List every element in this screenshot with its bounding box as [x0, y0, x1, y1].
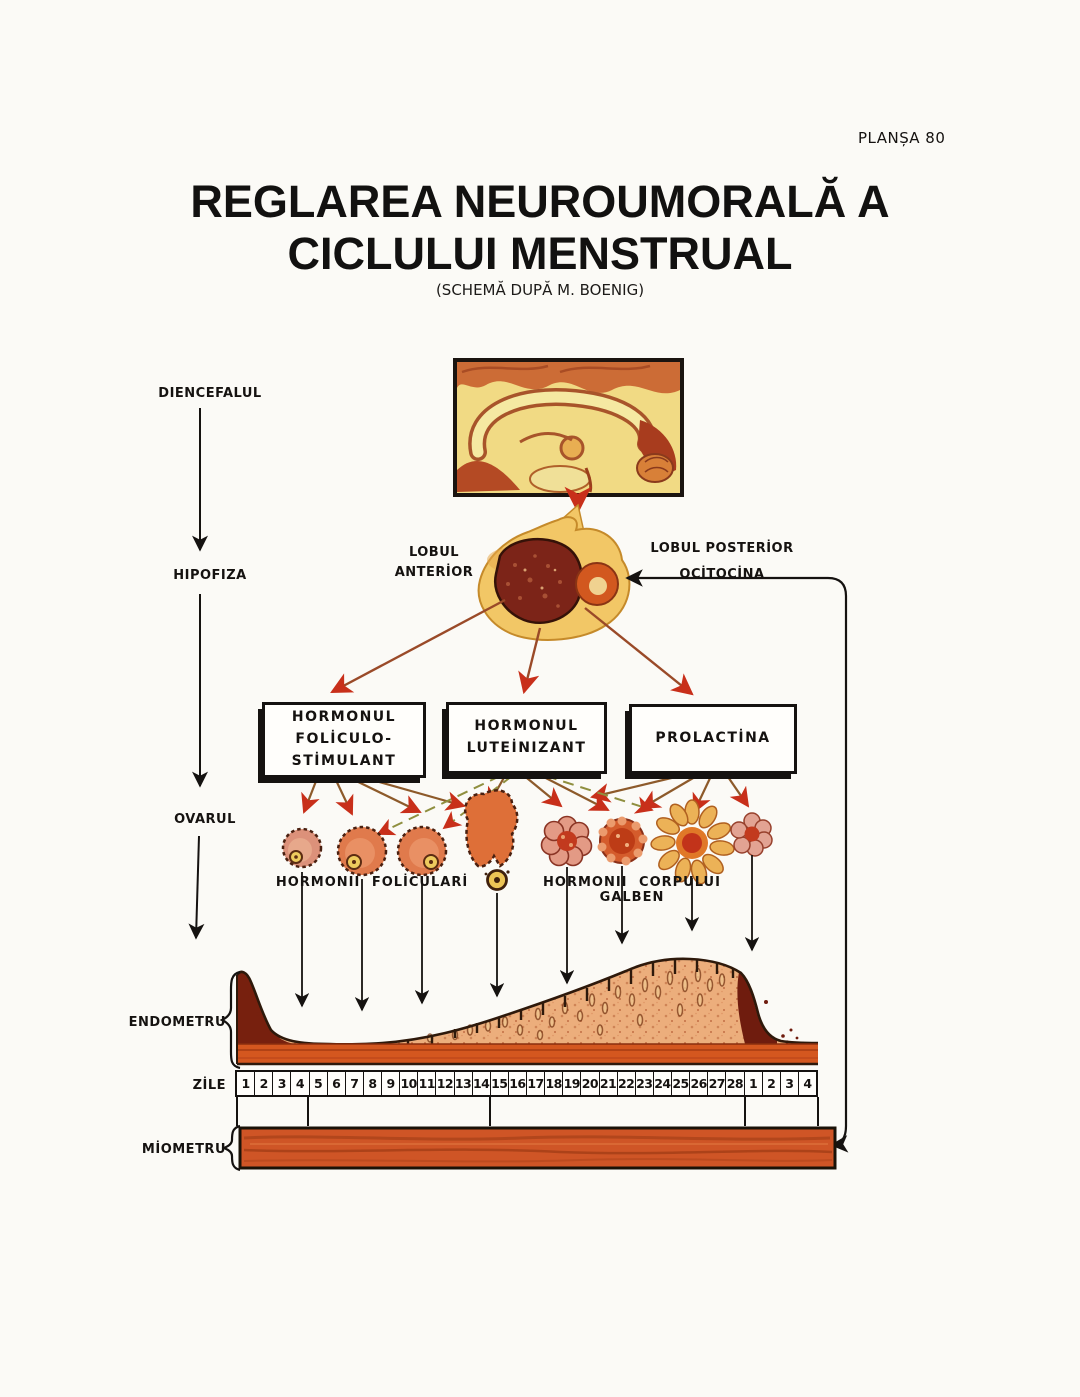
day-cell: 3 [272, 1072, 290, 1095]
brain-sagittal-inset [453, 358, 684, 497]
day-cell: 28 [725, 1072, 744, 1095]
day-cell: 19 [562, 1072, 581, 1095]
day-cell: 12 [435, 1072, 454, 1095]
corpus-luteum-developing [597, 816, 648, 866]
label-hormonii-corpului-galben: HORMONII CORPULUI GALBEN [543, 875, 721, 905]
day-cell: 25 [671, 1072, 689, 1095]
day-cell: 9 [381, 1072, 399, 1095]
day-cell: 4 [797, 1072, 816, 1095]
day-cell: 20 [580, 1072, 599, 1095]
day-cell: 24 [652, 1072, 671, 1095]
day-cell: 17 [526, 1072, 544, 1095]
follicle-to-endometrium-lines [294, 855, 760, 1012]
day-cell: 2 [761, 1072, 780, 1095]
corpus-luteum-regressing [730, 812, 773, 857]
endometrium-section [235, 957, 819, 1066]
corpus-luteum-mature [650, 799, 735, 885]
endometru-brace [219, 970, 241, 1070]
day-cell: 14 [471, 1072, 490, 1095]
arrows-pituitary-to-boxes [330, 598, 694, 696]
label-diencefalul: DIENCEFALUL [158, 386, 262, 401]
label-hormonii-foliculari: HORMONII FOLİCULARİ [275, 875, 469, 890]
label-zile: ZİLE [192, 1078, 226, 1093]
myometrium-band [238, 1126, 837, 1170]
box-hormonul-foliculo-stimulant: HORMONUL FOLİCULO- STİMULANT [262, 702, 426, 778]
page-subtitle: (SCHEMĂ DUPĂ M. BOENIG) [435, 281, 645, 299]
label-ovarul: OVARUL [174, 812, 236, 827]
day-cell: 4 [290, 1072, 308, 1095]
label-miometru: MİOMETRU [141, 1142, 226, 1157]
day-cell: 7 [344, 1072, 363, 1095]
pituitary-gland [477, 503, 631, 641]
label-lobul-anterior: LOBUL ANTERİOR [394, 545, 474, 581]
follicle-mature [396, 825, 448, 877]
day-cell: 16 [507, 1072, 526, 1095]
day-cell: 3 [779, 1072, 798, 1095]
day-cell: 26 [689, 1072, 707, 1095]
day-cell: 27 [707, 1072, 726, 1095]
day-cell: 5 [308, 1072, 327, 1095]
day-cell: 10 [399, 1072, 417, 1095]
day-cell: 1 [241, 1076, 250, 1091]
box-hormonul-luteinizant: HORMONUL LUTEİNIZANT [446, 702, 607, 774]
corpus-luteum-early [540, 815, 593, 867]
follicle-growing [336, 825, 388, 877]
miometru-brace [221, 1124, 241, 1172]
day-cell: 1 [743, 1072, 762, 1095]
day-cell: 6 [326, 1072, 345, 1095]
day-cell: 22 [616, 1072, 635, 1095]
box-prolactina: PROLACTİNA [629, 704, 797, 774]
day-cell: 11 [417, 1072, 436, 1095]
label-hipofiza: HIPOFIZA [173, 568, 247, 583]
day-cell: 2 [254, 1072, 272, 1095]
day-cell: 18 [544, 1072, 562, 1095]
day-cell: 15 [489, 1072, 508, 1095]
day-cell: 23 [634, 1072, 653, 1095]
label-lobul-posterior-ocitocina: LOBUL POSTERİOR OCİTOCİNA [650, 541, 794, 582]
page-title-line2: CICLULUI MENSTRUAL [287, 228, 793, 279]
oxytocin-feedback-loop [625, 569, 849, 1153]
day-cell: 13 [453, 1072, 472, 1095]
cycle-phase-lines [236, 1097, 819, 1126]
follicle-primary [281, 827, 323, 869]
day-cell: 21 [598, 1072, 617, 1095]
label-endometru: ENDOMETRU [128, 1015, 226, 1030]
day-cell: 8 [362, 1072, 381, 1095]
plate-number: PLANȘA 80 [858, 129, 946, 147]
follicle-ovulation [463, 789, 519, 891]
left-axis-arrows [188, 408, 208, 940]
page-title-line1: REGLAREA NEUROUMORALĂ A [190, 176, 890, 227]
